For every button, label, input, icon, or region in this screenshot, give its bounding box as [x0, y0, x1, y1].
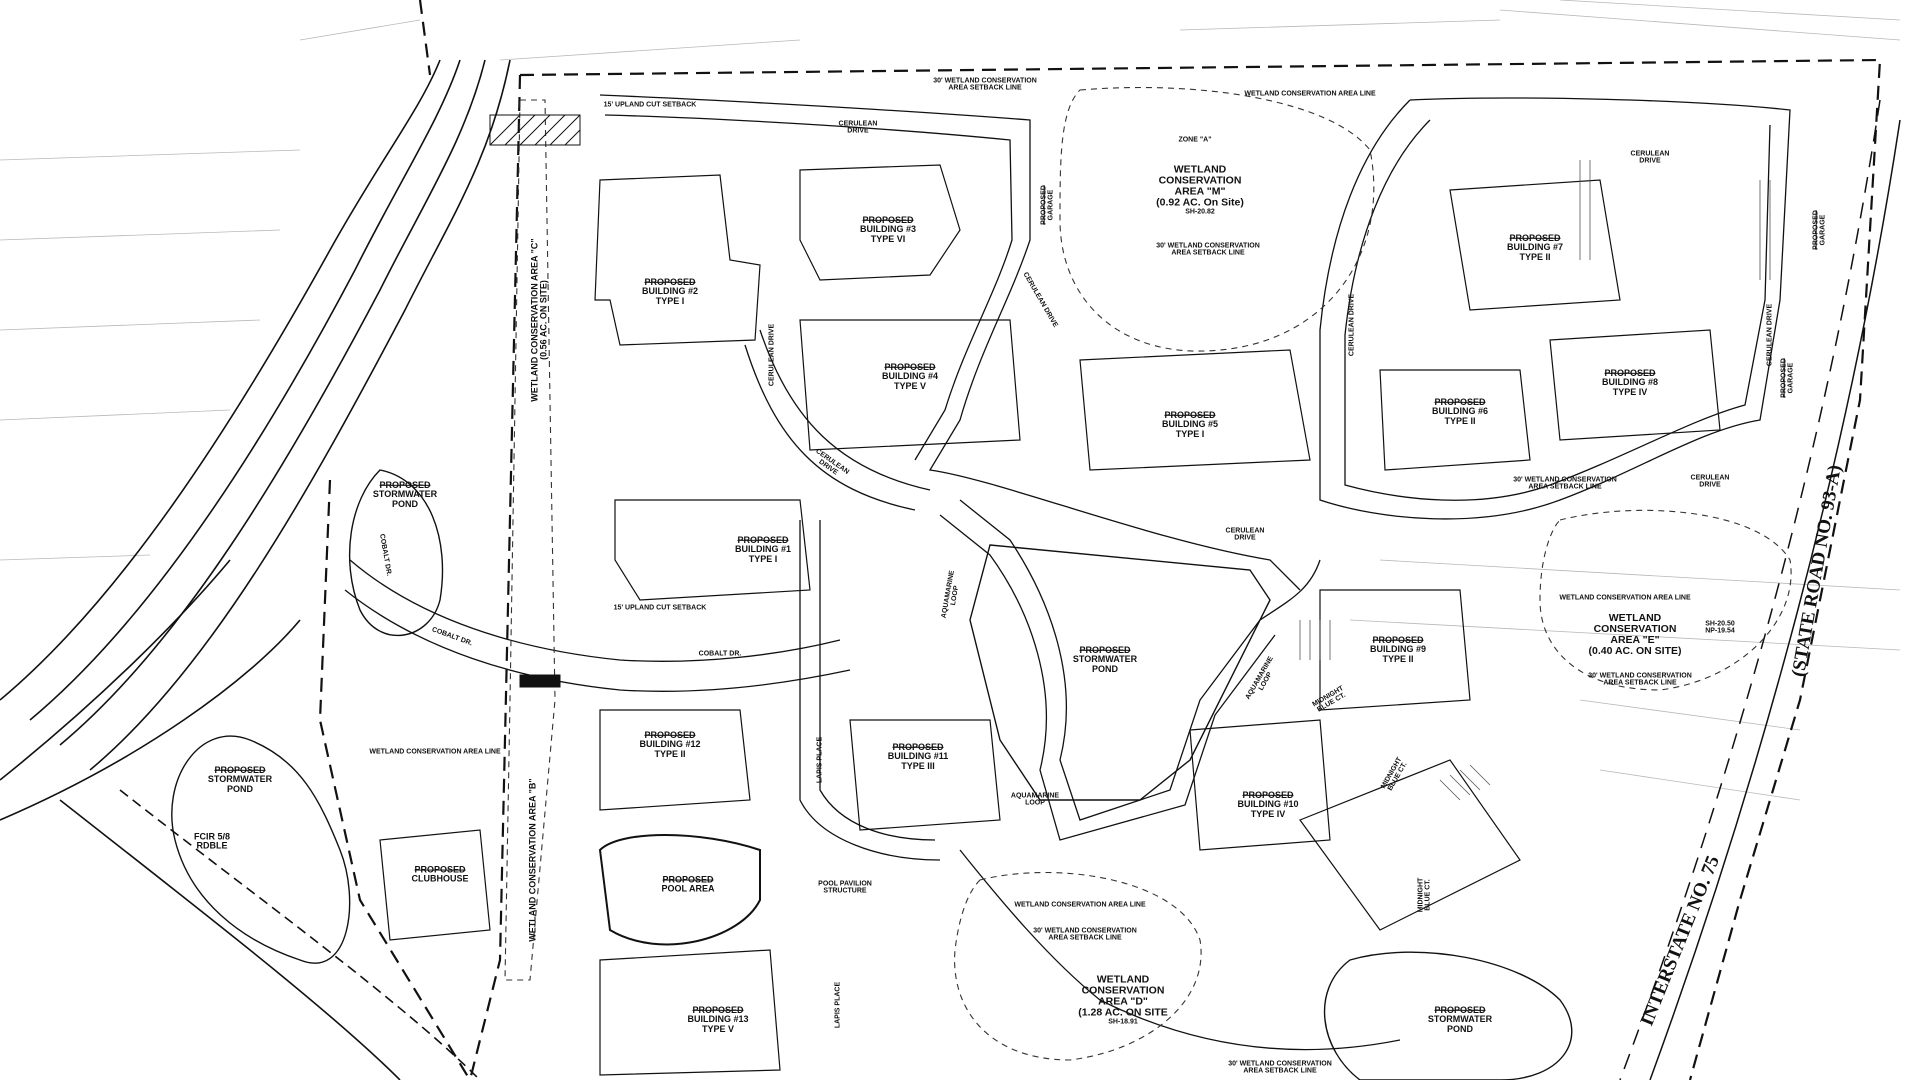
label-street-cerulean-5: CERULEAN DRIVE — [1348, 293, 1356, 357]
label-street-cerulean-7: CERULEAN DRIVE — [768, 323, 776, 387]
label-wetland-line-west: WETLAND CONSERVATION AREA LINE — [369, 748, 501, 756]
bldg-11-footprint — [849, 719, 1001, 831]
label-wetland-line-north: WETLAND CONSERVATION AREA LINE — [1244, 90, 1376, 98]
highway-corridor — [0, 59, 511, 1080]
bldg-12-footprint — [599, 709, 751, 811]
north-pond — [348, 469, 444, 637]
background-linework — [0, 0, 1901, 801]
label-street-cerulean-6: CERULEAN DRIVE — [1766, 303, 1774, 367]
west-pond — [171, 735, 351, 964]
bldg-5-footprint — [1079, 349, 1311, 471]
label-street-lapis-1: LAPIS PLACE — [816, 736, 824, 784]
building-footprints — [379, 164, 1721, 1076]
bldg-6-footprint — [1379, 369, 1531, 471]
wetland-areas — [504, 86, 1792, 1061]
label-upland-setback-south: 15' UPLAND CUT SETBACK — [613, 604, 707, 612]
parking-detailing — [1299, 160, 1771, 801]
hatched-crossing — [489, 114, 581, 688]
bldg-10-footprint — [1189, 719, 1331, 851]
label-upland-setback-north: 15' UPLAND CUT SETBACK — [603, 101, 697, 109]
stormwater-ponds — [171, 469, 1573, 1080]
label-wetland-c: WETLAND CONSERVATION AREA "C"(0.56 AC. O… — [529, 238, 549, 402]
label-street-lapis-2: LAPIS PLACE — [834, 981, 842, 1029]
property-boundary — [318, 0, 1882, 1080]
bldg-8-footprint — [1549, 329, 1721, 441]
pool-structure — [598, 834, 761, 946]
bldg-3-footprint — [799, 164, 961, 281]
roads — [344, 94, 1791, 1051]
midnight-blue-garages — [1299, 759, 1521, 931]
label-zone: ZONE "A" — [1178, 136, 1212, 144]
bldg-13-footprint — [599, 949, 781, 1076]
clubhouse-footprint — [379, 829, 491, 941]
southeast-pond — [1323, 951, 1573, 1080]
bldg-4-footprint — [799, 319, 1021, 451]
central-pond — [969, 544, 1271, 801]
bldg-9-footprint — [1319, 589, 1471, 711]
bldg-1-footprint — [614, 499, 811, 601]
label-wetland-b: WETLAND CONSERVATION AREA "B" — [527, 778, 538, 942]
interstate-edge — [1619, 99, 1901, 1080]
bldg-7-footprint — [1449, 179, 1621, 311]
label-wetland-line-d: WETLAND CONSERVATION AREA LINE — [1014, 901, 1146, 909]
bldg-2-footprint — [594, 174, 761, 346]
label-street-cobalt-2: COBALT DR. — [698, 650, 742, 658]
label-wetland-line-e: WETLAND CONSERVATION AREA LINE — [1559, 594, 1691, 602]
